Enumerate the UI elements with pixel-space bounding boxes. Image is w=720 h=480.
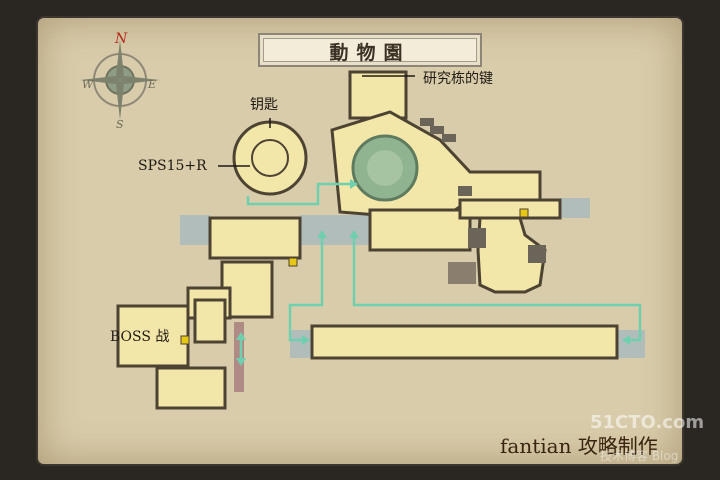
entrance-hall <box>208 216 302 260</box>
compass-w: W <box>82 78 95 91</box>
east-corridor <box>458 198 562 220</box>
title-plaque: 動物園 <box>258 33 482 67</box>
research-key-room <box>348 70 408 120</box>
south-atrium <box>476 216 547 294</box>
credit-author: fantian <box>500 434 572 458</box>
fountain <box>351 134 419 202</box>
label-boss: BOSS 战 <box>110 329 170 345</box>
label-sps: SPS15+R <box>138 158 207 174</box>
watermark-sub: 技术博客 Blog <box>600 449 679 463</box>
west-wing-room <box>368 208 472 252</box>
label-key-room: 研究栋的键 <box>423 71 493 87</box>
label-pointers <box>218 75 415 167</box>
map-title: 動物園 <box>329 42 411 64</box>
boss-room <box>116 304 190 368</box>
credit-line: fantian 攻略制作 <box>500 430 658 459</box>
route-arrowheads <box>236 179 630 366</box>
compass-n: N <box>114 31 128 47</box>
stair-blocks <box>234 118 546 392</box>
compass-s: S <box>116 118 124 131</box>
credit-note: 攻略制作 <box>577 434 658 458</box>
key-markers <box>180 208 529 345</box>
watermark-site: 51CTO.com <box>590 412 705 433</box>
side-room <box>193 298 227 344</box>
routes <box>239 182 642 362</box>
south-room <box>155 366 227 410</box>
compass-e: E <box>147 78 156 91</box>
compass-rose-icon: N E S W <box>80 31 160 131</box>
long-hall <box>310 324 619 360</box>
label-key: 钥匙 <box>250 97 278 113</box>
key-tower <box>232 120 308 196</box>
